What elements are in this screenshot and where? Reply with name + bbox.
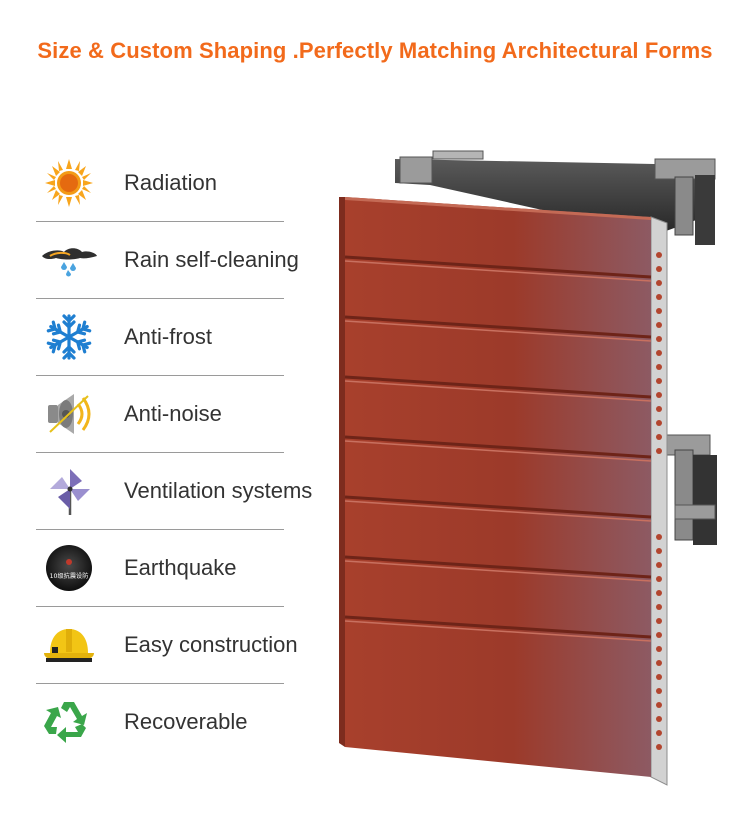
feature-item-easy-construction: Easy construction [36,607,298,684]
recycle-icon [44,702,87,743]
earthquake-icon: 10级抗震设防 [46,545,92,591]
feature-item-rain-self-cleaning: Rain self-cleaning [36,222,299,299]
feature-label: Anti-frost [124,324,213,349]
feature-label: Earthquake [124,555,237,580]
feature-item-radiation: Radiation [36,145,284,222]
feature-label: Rain self-cleaning [124,247,299,272]
rain-cloud-icon [42,248,97,277]
feature-label: Radiation [124,170,217,195]
feature-list: Radiation Rain self-cleaning [36,145,312,760]
page-title: Size & Custom Shaping .Perfectly Matchin… [37,38,713,63]
feature-item-ventilation-systems: Ventilation systems [36,453,312,530]
feature-item-earthquake: 10级抗震设防 Earthquake [36,530,284,607]
hard-hat-icon [44,629,94,662]
middle-bracket [659,434,717,545]
earthquake-icon-text: 10级抗震设防 [50,572,89,580]
snowflake-icon [46,314,92,360]
pinwheel-icon [50,469,90,515]
brick-panel [339,197,652,777]
terracotta-panel-illustration [339,150,717,786]
feature-item-anti-frost: Anti-frost [36,299,284,376]
side-rail [650,216,668,786]
sun-icon [45,159,93,207]
feature-label: Ventilation systems [124,478,313,503]
feature-label: Easy construction [124,632,298,657]
feature-label: Recoverable [124,709,248,734]
feature-item-recoverable: Recoverable [36,684,284,760]
feature-label: Anti-noise [124,401,222,426]
feature-item-anti-noise: Anti-noise [36,376,284,453]
speaker-icon [48,394,91,434]
